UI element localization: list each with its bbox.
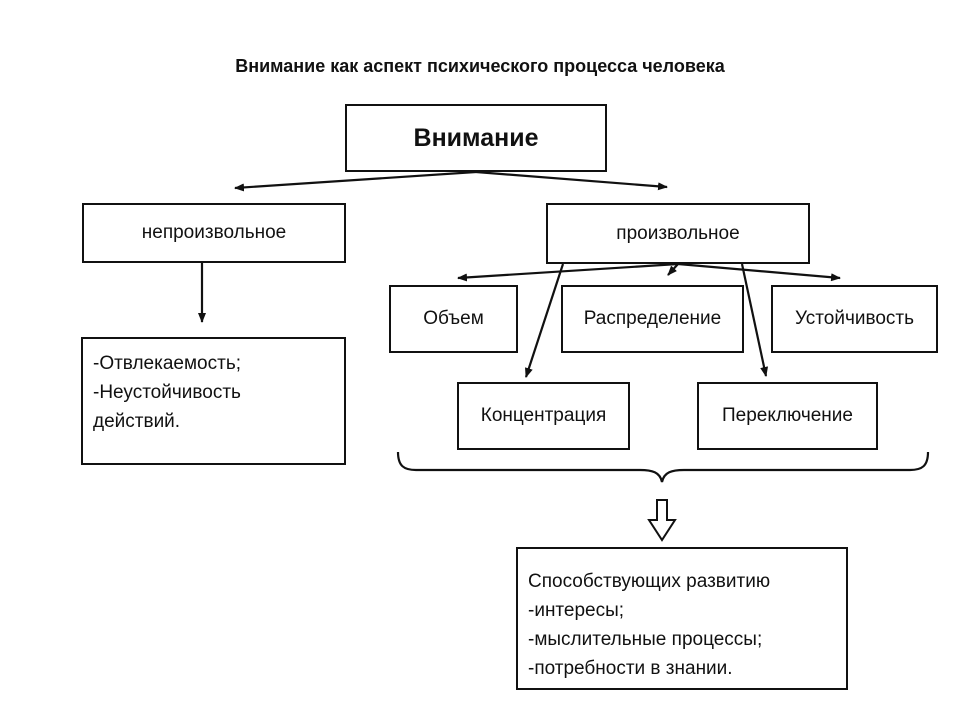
arrow-to-switching — [740, 263, 769, 377]
arrow-to-concentration — [524, 263, 565, 378]
branch-voluntary: произвольное — [546, 203, 810, 264]
factor-line: Способствующих развитию — [528, 571, 771, 592]
arrow-to-stability — [677, 262, 841, 282]
arrow-to-distribution — [667, 263, 679, 276]
trait-line: действий. — [93, 411, 181, 432]
hollow-down-arrow-icon — [647, 499, 677, 542]
factor-line: -мыслительные процессы; — [528, 629, 763, 650]
property-distribution-label: Распределение — [583, 308, 722, 329]
trait-line: -Отвлекаемость; — [93, 353, 241, 374]
factor-line: -потребности в знании. — [528, 658, 733, 679]
trait-line: -Неустойчивость — [93, 382, 241, 403]
factor-line: -интересы; — [528, 600, 625, 621]
arrow-to-volume — [457, 262, 679, 282]
root-node-label: Внимание — [413, 123, 539, 152]
property-stability: Устойчивость — [771, 285, 938, 353]
property-concentration: Концентрация — [457, 382, 630, 450]
curly-brace — [396, 451, 930, 483]
development-factors-box: Способствующих развитию -интересы; -мысл… — [516, 547, 848, 690]
property-volume-label: Объем — [423, 308, 484, 329]
property-stability-label: Устойчивость — [794, 308, 915, 329]
arrow-root-to-involuntary — [234, 170, 477, 192]
involuntary-traits-box: -Отвлекаемость; -Неустойчивость действий… — [81, 337, 346, 465]
branch-involuntary-label: непроизвольное — [141, 222, 287, 243]
arrow-root-to-voluntary — [475, 170, 668, 191]
branch-voluntary-label: произвольное — [616, 222, 740, 244]
diagram-title: Внимание как аспект психического процесс… — [235, 56, 725, 76]
property-switching: Переключение — [697, 382, 878, 450]
property-switching-label: Переключение — [722, 405, 853, 426]
property-distribution: Распределение — [561, 285, 744, 353]
property-concentration-label: Концентрация — [480, 405, 607, 426]
branch-involuntary: непроизвольное — [82, 203, 346, 263]
property-volume: Объем — [389, 285, 518, 353]
root-node-attention: Внимание — [345, 104, 607, 172]
